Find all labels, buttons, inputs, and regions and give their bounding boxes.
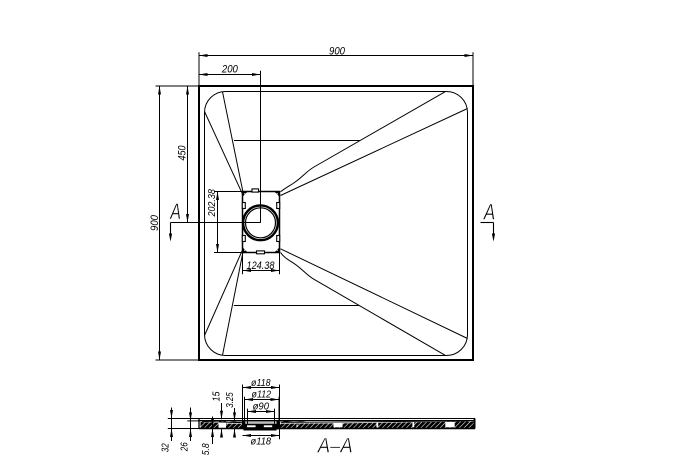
svg-text:A: A xyxy=(169,199,181,224)
svg-text:202.38: 202.38 xyxy=(207,189,218,218)
svg-text:15: 15 xyxy=(212,391,223,401)
svg-text:450: 450 xyxy=(177,145,189,161)
svg-text:ø112: ø112 xyxy=(252,390,272,401)
svg-text:A: A xyxy=(482,200,495,225)
svg-text:3.25: 3.25 xyxy=(225,392,236,408)
svg-text:ø90: ø90 xyxy=(253,401,270,412)
svg-text:124.38: 124.38 xyxy=(247,260,275,272)
svg-text:A–A: A–A xyxy=(316,435,353,458)
svg-text:ø118: ø118 xyxy=(251,378,271,389)
svg-text:200: 200 xyxy=(221,63,239,75)
svg-text:900: 900 xyxy=(149,214,161,231)
svg-text:900: 900 xyxy=(329,46,346,58)
svg-text:32: 32 xyxy=(160,443,171,452)
svg-text:5.8: 5.8 xyxy=(201,443,212,455)
svg-text:26: 26 xyxy=(180,442,191,452)
svg-text:ø118: ø118 xyxy=(251,436,272,447)
